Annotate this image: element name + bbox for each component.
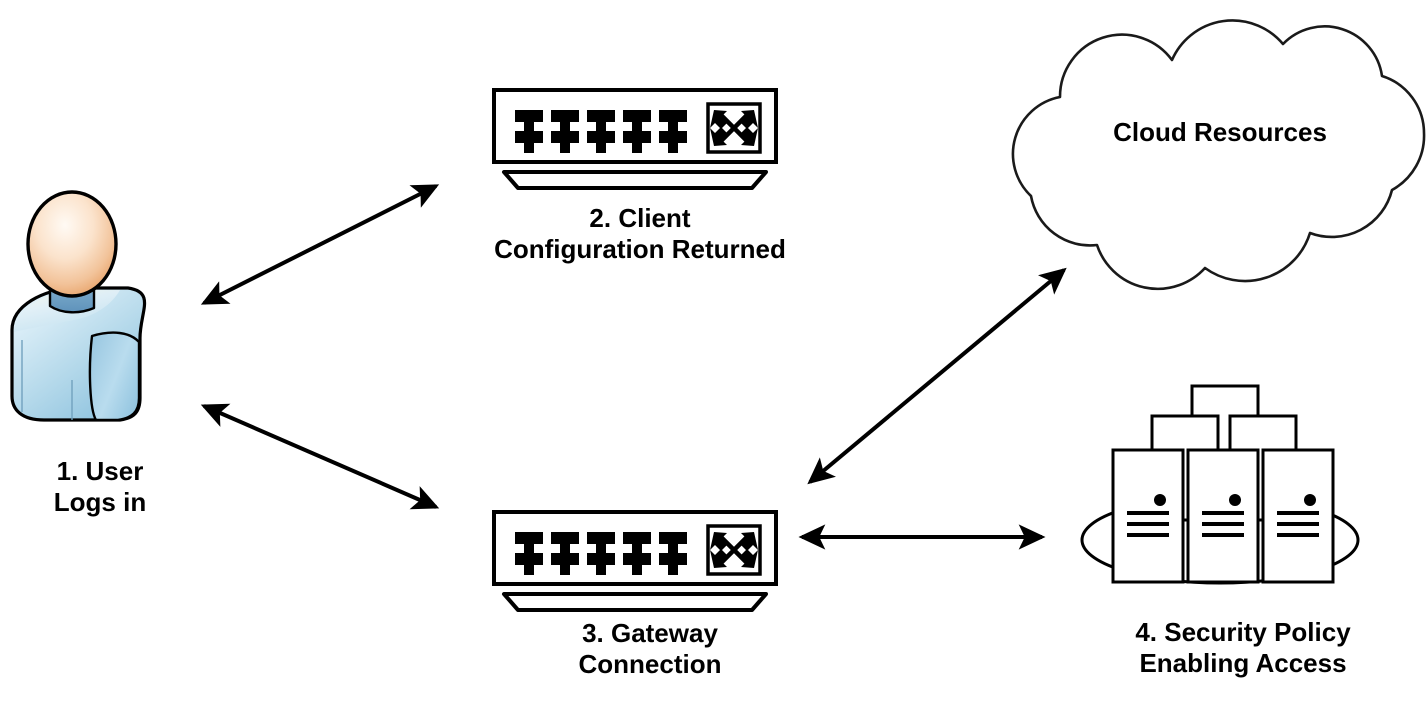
label-client-configuration-returned: 2. Client Configuration Returned <box>494 203 786 264</box>
connector-user-to-client-switch <box>200 184 440 305</box>
user-person-icon <box>10 190 147 422</box>
connector-user-to-gateway-switch <box>200 403 440 510</box>
server-unit <box>1186 448 1260 584</box>
switch-ports-row-bottom <box>515 553 687 575</box>
switch-ports-row-top <box>515 532 687 554</box>
connector-gateway-switch-to-cloud <box>807 267 1067 485</box>
server-unit <box>1111 448 1185 584</box>
crossed-arrows-icon <box>706 102 762 154</box>
label-user-logs-in: 1. User Logs in <box>53 456 147 517</box>
network-switch-icon-client <box>492 88 778 190</box>
server-unit <box>1261 448 1335 584</box>
network-switch-icon-gateway <box>492 510 778 612</box>
crossed-arrows-icon <box>706 524 762 576</box>
switch-ports-row-bottom <box>515 131 687 153</box>
switch-ports-row-top <box>515 110 687 132</box>
server-stack-icon <box>1080 384 1360 585</box>
label-cloud-resources: Cloud Resources <box>1113 117 1327 147</box>
cloud-icon <box>1011 19 1426 291</box>
label-security-policy-enabling-access: 4. Security Policy Enabling Access <box>1135 617 1351 678</box>
label-gateway-connection: 3. Gateway Connection <box>578 618 722 679</box>
